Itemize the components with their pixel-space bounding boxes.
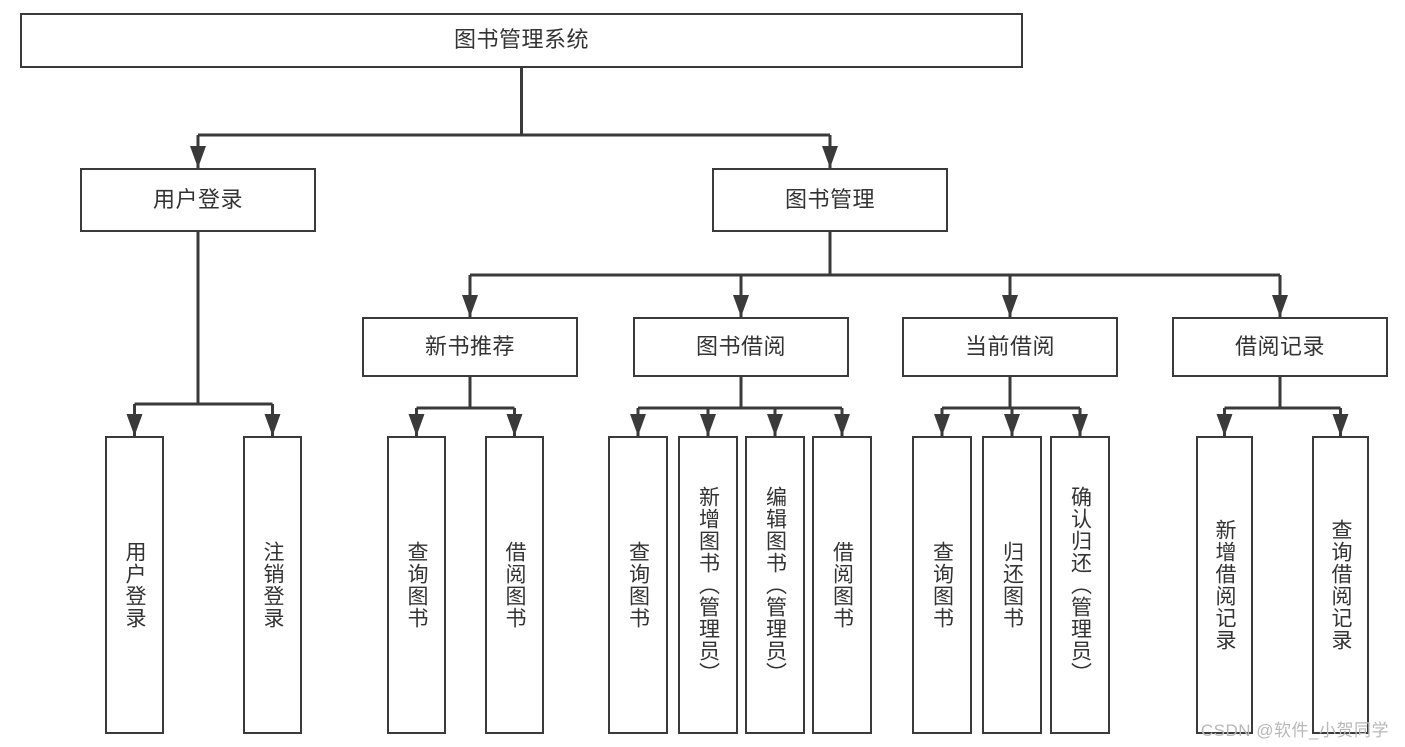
- node-label: 新增借阅记录: [1213, 519, 1237, 651]
- node-br-query-record[interactable]: 查询借阅记录: [1312, 436, 1369, 734]
- node-book-manage[interactable]: 图书管理: [712, 168, 948, 232]
- node-user-login[interactable]: 用户登录: [80, 168, 316, 232]
- node-cb-query-book[interactable]: 查询图书: [912, 436, 972, 734]
- node-book-borrow[interactable]: 图书借阅: [633, 317, 849, 377]
- node-cb-return-book[interactable]: 归还图书: [982, 436, 1042, 734]
- node-label: 图书管理: [784, 186, 875, 212]
- node-leaf-user-login[interactable]: 用户登录: [105, 436, 164, 734]
- node-label: 借阅图书: [830, 541, 854, 629]
- node-current-borrow[interactable]: 当前借阅: [902, 317, 1118, 377]
- node-root[interactable]: 图书管理系统: [20, 13, 1023, 68]
- node-label: 用户登录: [152, 186, 243, 212]
- node-br-add-record[interactable]: 新增借阅记录: [1196, 436, 1253, 734]
- watermark: CSDN @软件_小贺同学: [1200, 721, 1389, 740]
- node-label: 新书推荐: [424, 333, 515, 359]
- node-label: 借阅记录: [1234, 333, 1325, 359]
- node-label: 编辑图书（管理员）: [763, 486, 787, 684]
- node-cb-confirm[interactable]: 确认归还（管理员）: [1050, 436, 1110, 734]
- node-label: 查询借阅记录: [1329, 519, 1353, 651]
- node-label: 图书管理系统: [453, 27, 589, 53]
- node-borrow-record[interactable]: 借阅记录: [1172, 317, 1388, 377]
- node-label: 确认归还（管理员）: [1068, 486, 1092, 684]
- node-label: 当前借阅: [964, 333, 1055, 359]
- node-leaf-logout[interactable]: 注销登录: [243, 436, 302, 734]
- node-rec-query-book[interactable]: 查询图书: [387, 436, 446, 734]
- node-bb-query-book[interactable]: 查询图书: [608, 436, 668, 734]
- node-bb-borrow-book[interactable]: 借阅图书: [812, 436, 872, 734]
- node-label: 归还图书: [1000, 541, 1024, 629]
- node-label: 查询图书: [626, 541, 650, 629]
- node-label: 借阅图书: [503, 541, 527, 629]
- node-label: 注销登录: [261, 541, 285, 629]
- node-bb-edit-book[interactable]: 编辑图书（管理员）: [745, 436, 805, 734]
- node-label: 图书借阅: [695, 333, 786, 359]
- node-label: 查询图书: [930, 541, 954, 629]
- node-rec-borrow-book[interactable]: 借阅图书: [485, 436, 544, 734]
- node-new-book-rec[interactable]: 新书推荐: [362, 317, 578, 377]
- node-label: 新增图书（管理员）: [696, 486, 720, 684]
- node-label: 查询图书: [405, 541, 429, 629]
- node-label: 用户登录: [123, 541, 147, 629]
- node-bb-add-book[interactable]: 新增图书（管理员）: [678, 436, 738, 734]
